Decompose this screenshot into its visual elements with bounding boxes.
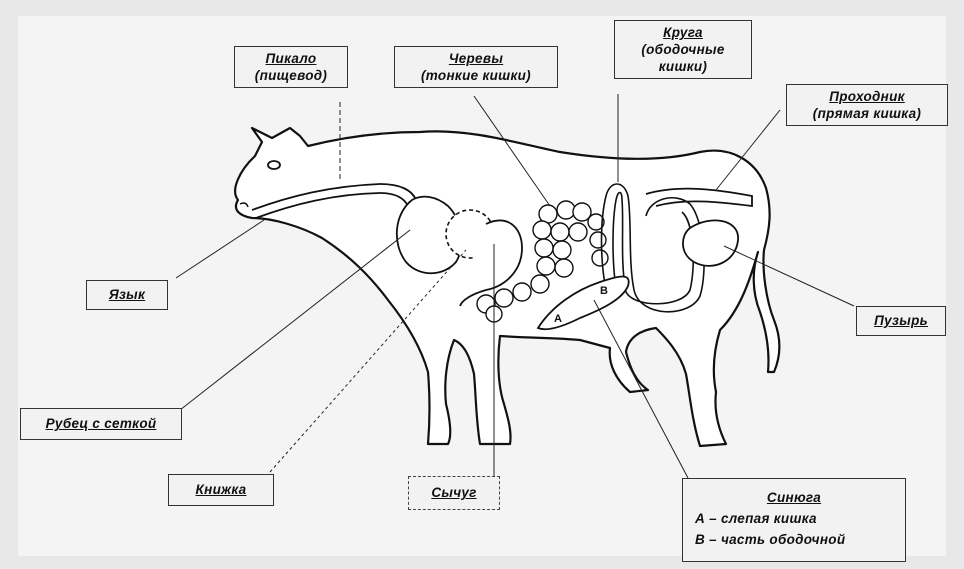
label-puzyr-text: Пузырь — [874, 313, 928, 328]
legend-title: Синюга — [695, 487, 893, 508]
label-chervy-title: Черевы — [449, 51, 503, 66]
label-rubec: Рубец с сеткой — [20, 408, 182, 440]
marker-a: А — [554, 313, 562, 325]
legend-sinyuga: Синюга А – слепая кишка В – часть ободоч… — [682, 478, 906, 562]
label-kruga: Круга (ободочные кишки) — [614, 20, 752, 79]
label-kruga-title: Круга — [663, 25, 703, 40]
label-puzyr: Пузырь — [856, 306, 946, 336]
label-prohodnik: Проходник (прямая кишка) — [786, 84, 948, 126]
label-yazyk: Язык — [86, 280, 168, 310]
label-rubec-text: Рубец с сеткой — [46, 416, 157, 431]
label-kruga-sub1: (ободочные — [641, 42, 724, 57]
label-knizhka-text: Книжка — [196, 482, 247, 497]
marker-b: В — [600, 285, 608, 297]
label-knizhka: Книжка — [168, 474, 274, 506]
label-kruga-sub2: кишки) — [659, 59, 707, 74]
legend-line-a: А – слепая кишка — [695, 511, 817, 526]
label-pikalo-sub: (пищевод) — [255, 68, 327, 83]
label-sychug-text: Сычуг — [431, 485, 476, 500]
label-pikalo: Пикало (пищевод) — [234, 46, 348, 88]
label-pikalo-title: Пикало — [266, 51, 317, 66]
label-yazyk-text: Язык — [109, 287, 145, 302]
label-chervy-sub: (тонкие кишки) — [421, 68, 531, 83]
label-prohodnik-title: Проходник — [829, 89, 905, 104]
label-prohodnik-sub: (прямая кишка) — [813, 106, 921, 121]
label-sychug: Сычуг — [408, 476, 500, 510]
label-chervy: Черевы (тонкие кишки) — [394, 46, 558, 88]
legend-line-b: В – часть ободочной — [695, 532, 845, 547]
